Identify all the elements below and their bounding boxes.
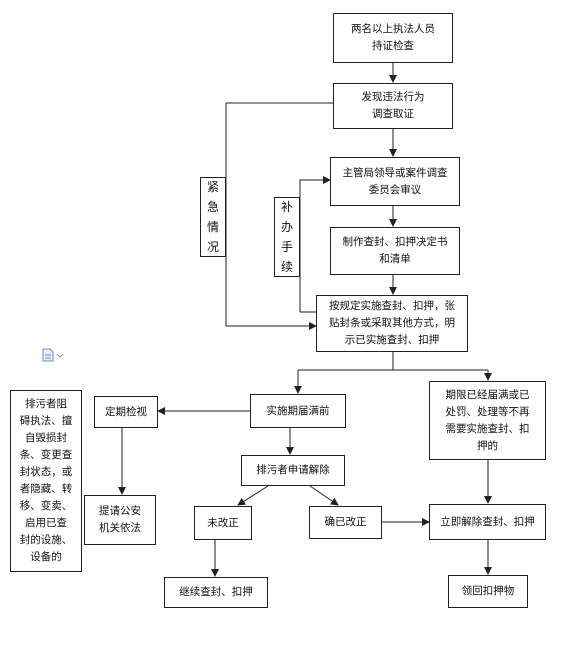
node-violations: 排污者阻 碍执法、擅 自毁损封 条、变更查 封状态，或 者隐藏、转 移、变卖、 … [10,390,82,572]
node-not-corrected: 未改正 [194,506,252,540]
node-review: 主管局领导或案件调查 委员会审议 [330,157,460,206]
node-expired: 期限已经届满或已 处罚、处理等不再 需要实施查封、扣 押的 [429,381,546,460]
arrow-emergency [225,102,333,330]
node-start: 两名以上执法人员 持证检查 [333,13,453,63]
arrow-supplement [299,176,331,313]
node-retrieve: 领回扣押物 [448,575,528,608]
node-corrected: 确已改正 [309,506,382,539]
node-release: 立即解除查封、扣押 [429,504,546,540]
node-implement: 按规定实施查封、扣押，张 贴封条或采取其他方式，明 示已实施查封、扣押 [316,295,468,352]
node-before-expiry: 实施期届满前 [250,394,346,428]
node-emergency: 紧 急 情 况 [200,177,226,257]
node-apply: 排污者申请解除 [241,455,345,486]
arrow-apply-not-corrected [237,485,269,506]
node-find: 发现违法行为 调查取证 [333,83,453,129]
document-icon [42,348,64,362]
node-inspect: 定期检视 [94,396,158,428]
arrow-apply-corrected [309,485,339,506]
node-police: 提请公安 机关依法 [84,495,156,545]
node-supplement: 补 办 手 续 [274,197,300,277]
node-decision: 制作查封、扣押决定书 和清单 [330,227,460,275]
node-continue: 继续查封、扣押 [164,577,268,608]
